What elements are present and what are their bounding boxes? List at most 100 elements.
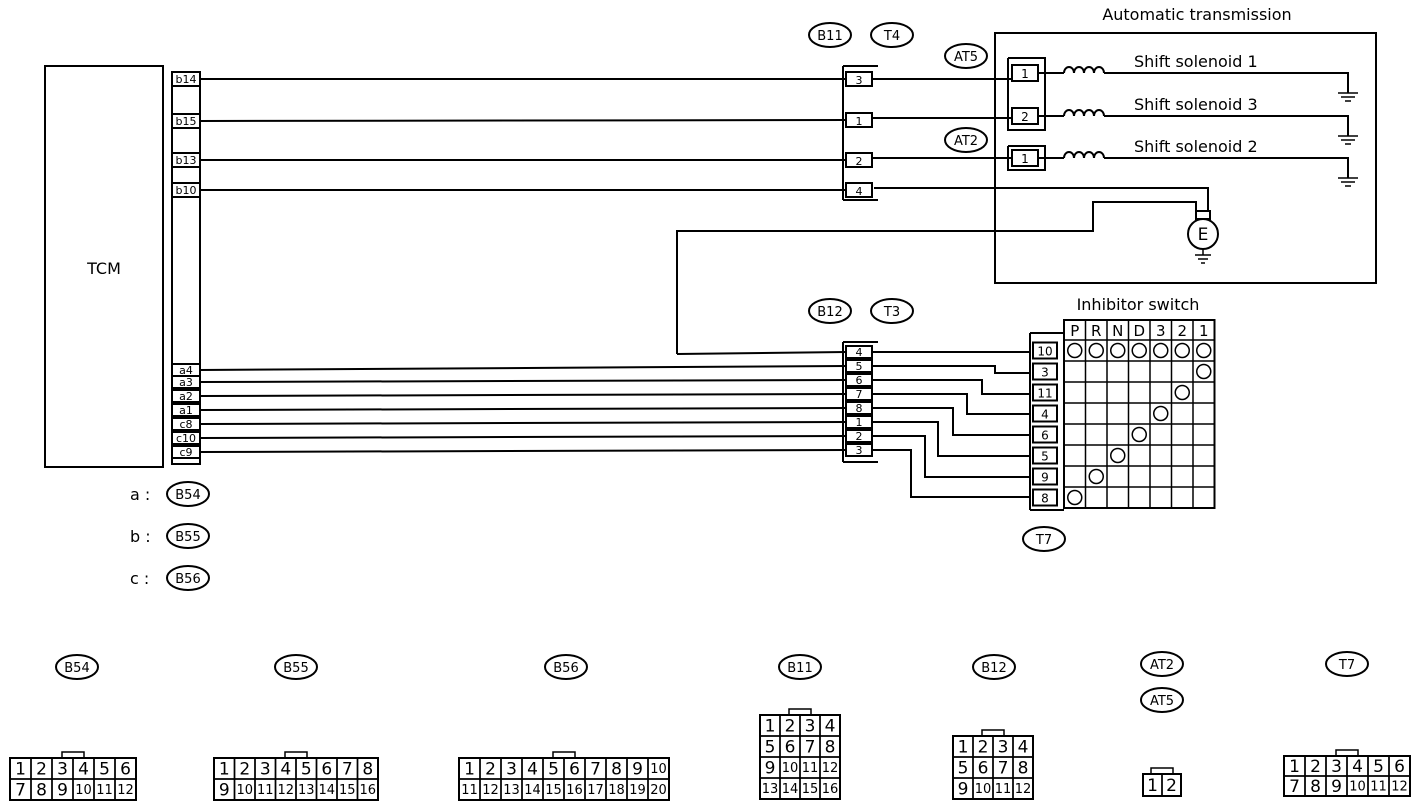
tcm-label: TCM xyxy=(86,259,121,278)
solenoid-coil xyxy=(1063,109,1105,117)
tag-at2: AT2 xyxy=(944,127,988,153)
face-cell-label: 6 xyxy=(321,760,332,780)
face-cell-label: 12 xyxy=(482,783,499,798)
face-cell-label: 8 xyxy=(362,760,373,780)
face-cell-label: 7 xyxy=(342,760,353,780)
face-tag-label: AT2 xyxy=(1150,658,1174,673)
face-tag-oval xyxy=(274,654,318,680)
b12-label: B12 xyxy=(817,305,842,320)
legend-oval xyxy=(166,481,210,507)
inhibitor-position: 2 xyxy=(1177,322,1187,340)
inhibitor-contact xyxy=(1110,447,1126,464)
inhibitor-pin xyxy=(1032,446,1058,465)
face-cell-label: 5 xyxy=(765,738,776,758)
t3-label: T3 xyxy=(883,305,900,320)
lower-connector-pin-label: 7 xyxy=(856,388,863,401)
upper-connector-pin-label: 1 xyxy=(856,115,863,128)
inhibitor-contact xyxy=(1067,489,1083,506)
wire-sensor xyxy=(676,351,847,355)
lower-connector-pin-label: 1 xyxy=(856,416,863,429)
inhibitor-pin-label: 8 xyxy=(1041,492,1049,506)
face-tag-label: B11 xyxy=(787,661,812,676)
face-cell-label: 8 xyxy=(611,760,622,780)
face-cell-label: 1 xyxy=(1289,757,1300,777)
face-cell-label: 7 xyxy=(805,738,816,758)
upper-connector-pin-label: 3 xyxy=(856,74,863,87)
inhibitor-position: P xyxy=(1070,322,1079,340)
lower-connector-pin-label: 4 xyxy=(856,346,863,359)
face-tag-label: B55 xyxy=(283,661,308,676)
inhibitor-title: Inhibitor switch xyxy=(1077,295,1200,314)
inhibitor-pin-label: 3 xyxy=(1041,366,1049,380)
lower-connector-pin-label: 5 xyxy=(856,360,863,373)
upper-connector-pin-label: 2 xyxy=(856,155,863,168)
at-connectors: 121 xyxy=(1007,57,1046,171)
face-cell-label: 12 xyxy=(277,783,294,798)
tcm-pin-label: c9 xyxy=(179,446,192,459)
legend-letter: a : xyxy=(130,485,150,504)
legend-letter: b : xyxy=(130,527,151,546)
face-cell-label: 7 xyxy=(590,760,601,780)
face-cell-label: 9 xyxy=(765,759,776,779)
face-cell-label: 8 xyxy=(1018,759,1029,779)
t4-oval xyxy=(870,22,914,48)
face-cell-label: 12 xyxy=(117,783,134,798)
inhibitor-contact xyxy=(1131,426,1147,443)
face-cell-label: 20 xyxy=(650,783,667,798)
tag-t4: T4 xyxy=(870,22,914,48)
face-cell-label: 13 xyxy=(503,783,520,798)
face-cell-label: 11 xyxy=(995,782,1012,797)
legend-connector: B54 xyxy=(175,488,200,503)
face-cell-label: 3 xyxy=(805,717,816,737)
face-cell-label: 16 xyxy=(566,783,583,798)
tag-b11: B11 xyxy=(808,22,852,48)
face-cell-label: 4 xyxy=(527,760,538,780)
t7-label: T7 xyxy=(1035,533,1052,548)
face-tag-oval xyxy=(778,654,822,680)
face-cell-label: 1 xyxy=(219,760,230,780)
face-cell-label: 3 xyxy=(998,738,1009,758)
t3-oval xyxy=(870,298,914,324)
wire-lower xyxy=(199,379,847,383)
inhibitor-pin xyxy=(1032,425,1058,444)
tcm-pin-label: b15 xyxy=(176,115,197,128)
face-cell-label: 17 xyxy=(587,783,604,798)
inhibitor-contact xyxy=(1196,363,1212,380)
inhibitor-pin-label: 5 xyxy=(1041,450,1049,464)
tcm-pin-label: a3 xyxy=(179,376,193,389)
inhibitor-contact xyxy=(1088,342,1104,359)
inhibitor-pin xyxy=(1032,488,1058,507)
face-cell-label: 11 xyxy=(461,783,478,798)
inhibitor-contact xyxy=(1088,468,1104,485)
tcm-box xyxy=(44,65,164,468)
wire-lower xyxy=(199,421,847,425)
inhibitor-pin-label: 10 xyxy=(1037,345,1052,359)
face-cell-label: 9 xyxy=(632,760,643,780)
wire-inhibitor xyxy=(872,421,1030,457)
lower-connector-pin-label: 2 xyxy=(856,430,863,443)
tcm-pin-label: b10 xyxy=(176,184,197,197)
face-cell-label: 4 xyxy=(1018,738,1029,758)
face-cell-label: 18 xyxy=(608,783,625,798)
face-cell-label: 10 xyxy=(782,761,799,776)
face-cell-label: 8 xyxy=(1310,777,1321,797)
at5-oval xyxy=(944,43,988,69)
inhibitor-pin-label: 11 xyxy=(1037,387,1052,401)
face-cell-label: 3 xyxy=(506,760,517,780)
wire-upper xyxy=(199,119,847,122)
face-cell-label: 10 xyxy=(236,783,253,798)
wire-inhibitor xyxy=(872,393,1030,415)
at2-oval xyxy=(944,127,988,153)
face-tag-oval xyxy=(1140,687,1184,713)
face-cell-label: 4 xyxy=(78,760,89,780)
wire-inhibitor xyxy=(872,365,1030,374)
face-cell-label: 1 xyxy=(765,717,776,737)
solenoid-label: Shift solenoid 2 xyxy=(1134,137,1258,156)
inhibitor-pin-label: 6 xyxy=(1041,429,1049,443)
inhibitor-contact xyxy=(1174,342,1190,359)
